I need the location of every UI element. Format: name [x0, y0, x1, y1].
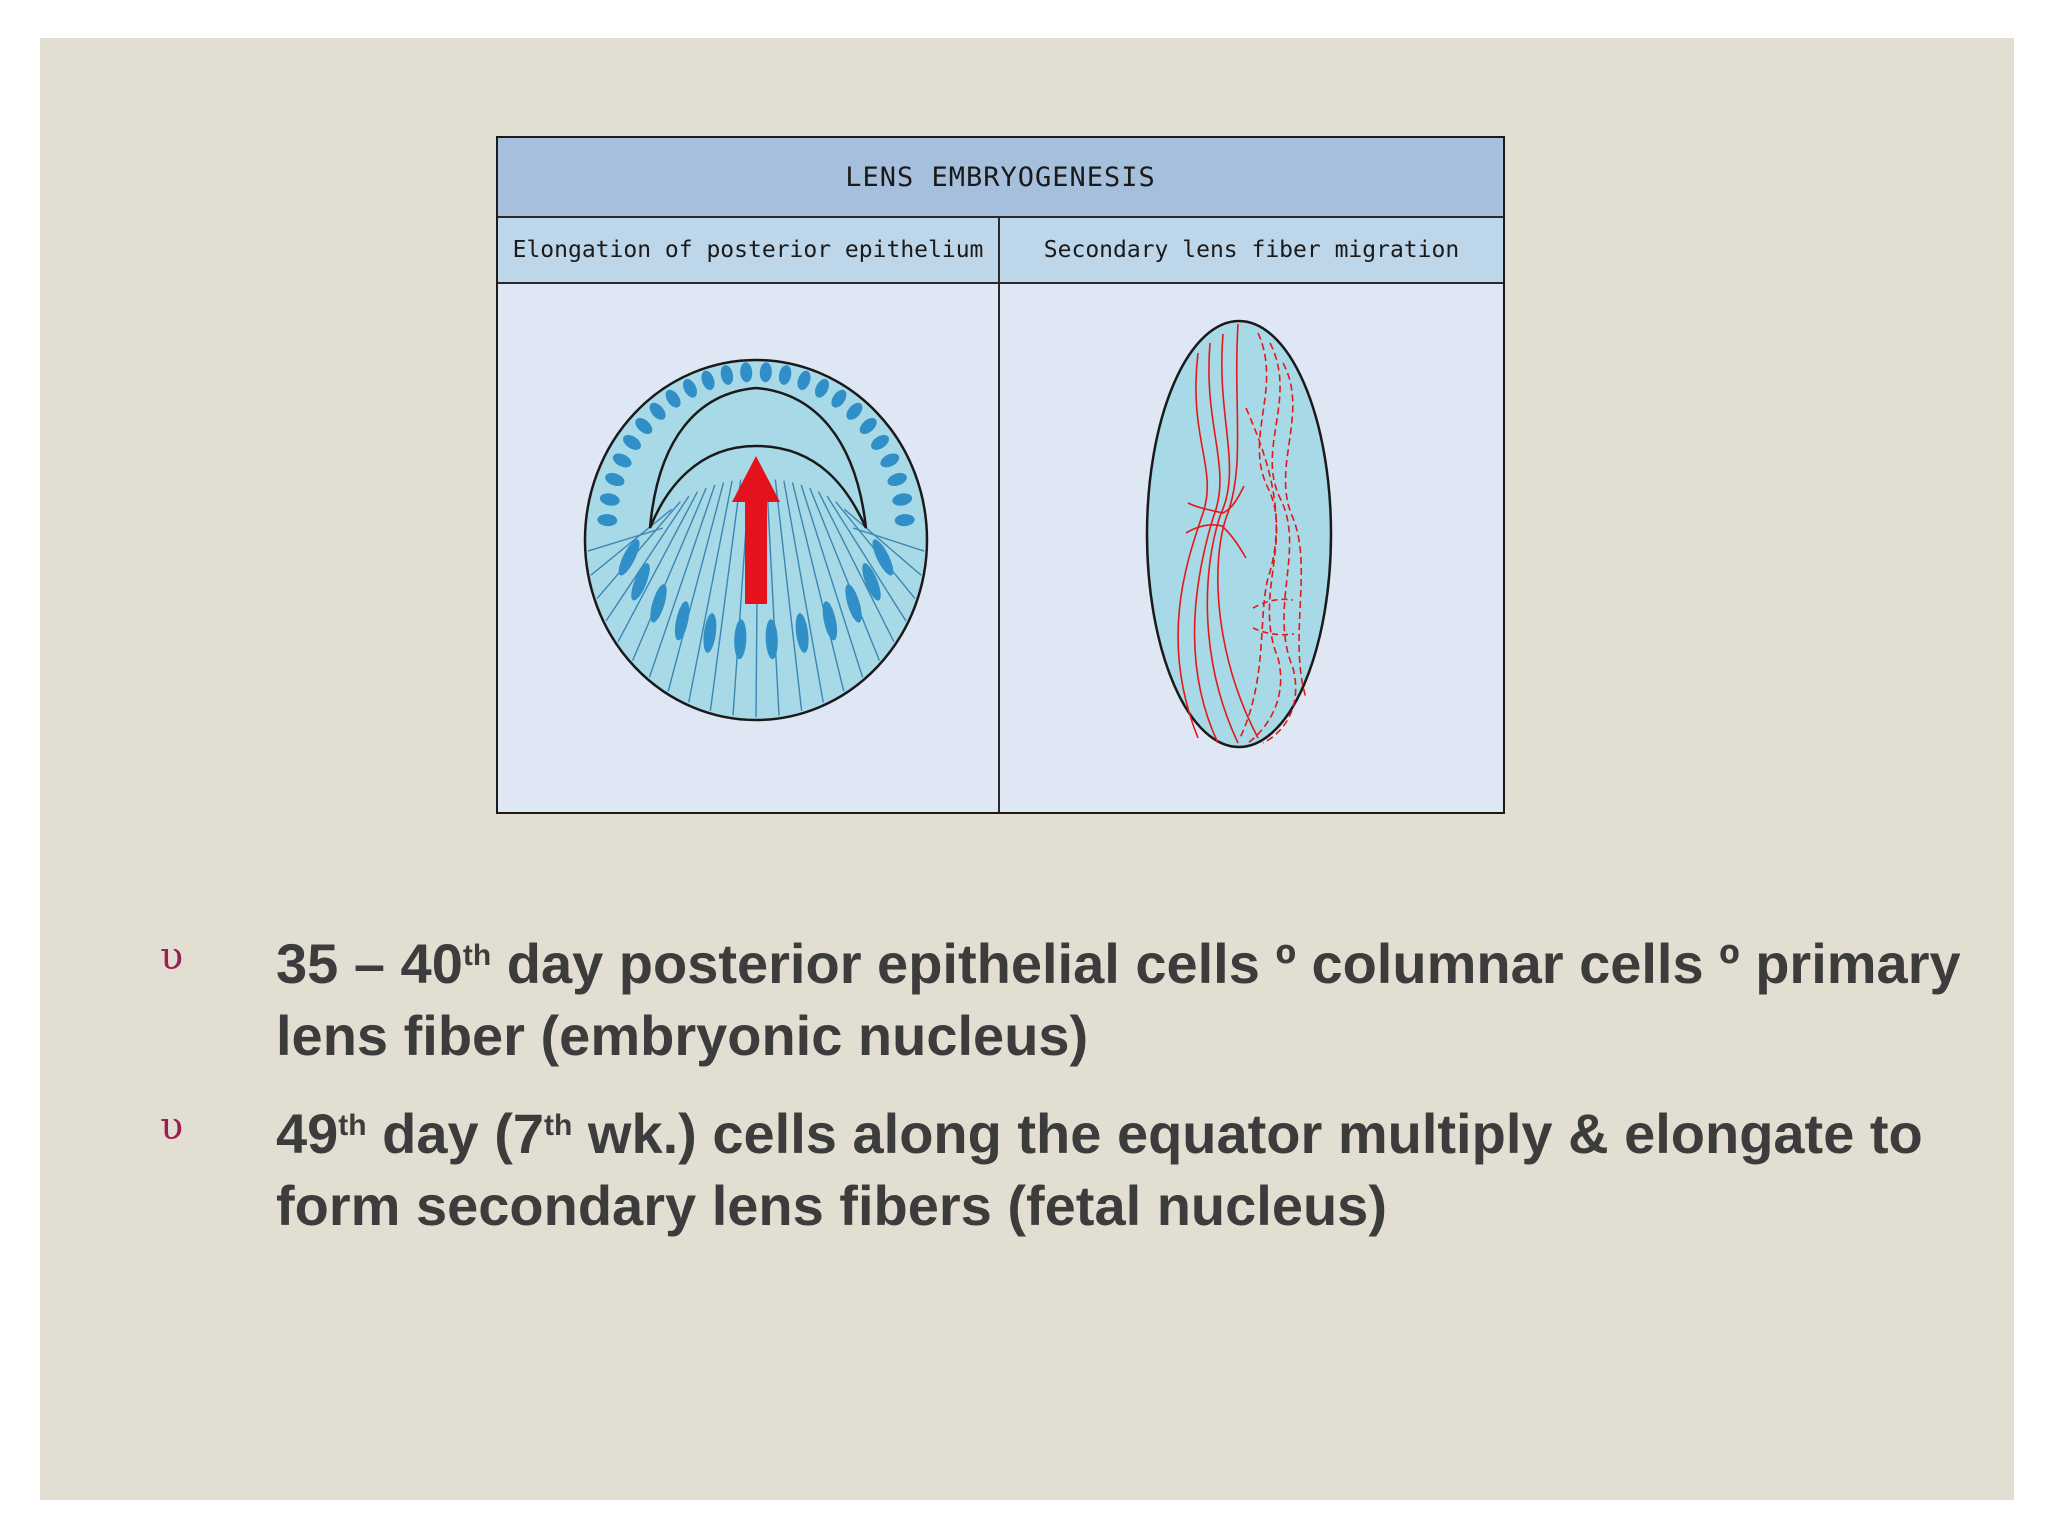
epithelial-nucleus	[892, 493, 913, 506]
figure-artwork	[583, 319, 1333, 749]
epithelial-nucleus	[605, 472, 625, 487]
epithelial-nucleus	[612, 453, 632, 468]
fiber-nucleus	[862, 563, 881, 601]
figure-title: LENS EMBRYOGENESIS	[498, 138, 1503, 218]
epithelial-nucleus	[623, 434, 641, 450]
epithelial-nucleus	[597, 514, 618, 527]
bullet-item-2: υ 49th day (7th wk.) cells along the equ…	[160, 1098, 1980, 1242]
epithelial-nucleus	[880, 453, 900, 468]
epithelial-nucleus	[815, 378, 829, 398]
lens-vesicle-illustration	[583, 358, 929, 722]
slide-background: LENS EMBRYOGENESIS Elongation of posteri…	[40, 38, 2014, 1500]
fiber-cell-boundary	[648, 484, 716, 678]
epithelial-nucleus	[635, 418, 653, 434]
epithelial-nucleus	[683, 378, 697, 398]
epithelial-nucleus	[871, 434, 889, 450]
bullet-marker: υ	[160, 934, 184, 978]
epithelial-nucleus	[759, 362, 772, 383]
fiber-nucleus	[822, 601, 838, 641]
bullet-2-part: 49	[276, 1102, 339, 1165]
lens-embryogenesis-figure: LENS EMBRYOGENESIS Elongation of posteri…	[496, 136, 1505, 814]
epithelial-nucleus	[701, 370, 715, 391]
secondary-fiber-illustration	[1145, 319, 1333, 749]
epithelial-nucleus	[797, 370, 811, 391]
fiber-cell-boundary	[617, 491, 699, 643]
elongation-arrow	[732, 456, 780, 604]
epithelial-nucleus	[720, 365, 734, 385]
fiber-cell-boundary	[817, 491, 895, 643]
fiber-cell-boundary	[774, 479, 803, 711]
bullet-2-part: wk.) cells along the equator multiply & …	[276, 1102, 1923, 1237]
fiber-nucleus	[845, 584, 862, 623]
epithelial-nucleus	[846, 402, 863, 420]
fiber-cell-boundary	[852, 527, 925, 552]
fiber-nucleus	[631, 563, 650, 601]
fiber-cell-boundary	[667, 482, 725, 692]
epithelial-nucleus	[778, 365, 792, 385]
fiber-cell-boundary	[709, 479, 742, 711]
epithelial-nucleus	[740, 362, 753, 383]
lens-vesicle-lumen	[648, 386, 868, 529]
bullet-1-ordinal-suffix: th	[462, 939, 492, 972]
figure-caption-left: Elongation of posterior epithelium	[498, 218, 1000, 284]
fiber-cell-boundary	[605, 495, 690, 622]
fiber-cell-boundary	[587, 527, 664, 552]
fiber-nucleus	[872, 539, 894, 576]
figure-caption-right: Secondary lens fiber migration	[1000, 218, 1503, 284]
fiber-cell-boundary	[590, 508, 673, 576]
fiber-nucleus	[674, 601, 690, 641]
fiber-cell-boundary	[791, 482, 845, 692]
fiber-cell-boundary	[809, 487, 881, 661]
epithelial-nucleus	[887, 472, 907, 487]
bullet-marker: υ	[160, 1104, 184, 1148]
epithelial-nucleus	[665, 389, 681, 408]
figure-panel-divider	[998, 282, 1000, 812]
bullet-2-ordinal-suffix: th	[338, 1109, 367, 1142]
epithelial-nucleus	[831, 389, 847, 408]
fiber-cell-boundary	[596, 501, 681, 600]
fiber-cell-boundary	[843, 508, 922, 576]
bullet-text-2: 49th day (7th wk.) cells along the equat…	[276, 1098, 1980, 1242]
epithelial-nucleus	[649, 402, 666, 420]
epithelial-nucleus	[859, 418, 877, 434]
fiber-cell-boundary	[800, 484, 864, 678]
bullet-1-part: day posterior epithelial cells º columna…	[276, 932, 1961, 1067]
fiber-nucleus	[618, 539, 640, 576]
fiber-nucleus	[795, 613, 809, 653]
fiber-nucleus	[765, 619, 778, 660]
bullet-2-ordinal-suffix: th	[544, 1109, 573, 1142]
fiber-cell-boundary	[765, 478, 780, 716]
bullet-item-1: υ 35 – 40th day posterior epithelial cel…	[160, 928, 1980, 1072]
fiber-nucleus	[734, 619, 747, 660]
fiber-cell-boundary	[783, 480, 824, 703]
epithelial-nucleus	[894, 514, 915, 527]
epithelial-nucleus	[599, 493, 620, 506]
fiber-nucleus	[650, 584, 667, 623]
bullet-list: υ 35 – 40th day posterior epithelial cel…	[160, 928, 1980, 1268]
bullet-text-1: 35 – 40th day posterior epithelial cells…	[276, 928, 1980, 1072]
fiber-cell-boundary	[826, 495, 907, 622]
bullet-1-part: 35 – 40	[276, 932, 463, 995]
fiber-cell-boundary	[688, 480, 733, 703]
bullet-2-part: day (7	[366, 1102, 545, 1165]
fiber-nucleus	[703, 613, 717, 653]
fiber-cell-boundary	[631, 487, 707, 661]
